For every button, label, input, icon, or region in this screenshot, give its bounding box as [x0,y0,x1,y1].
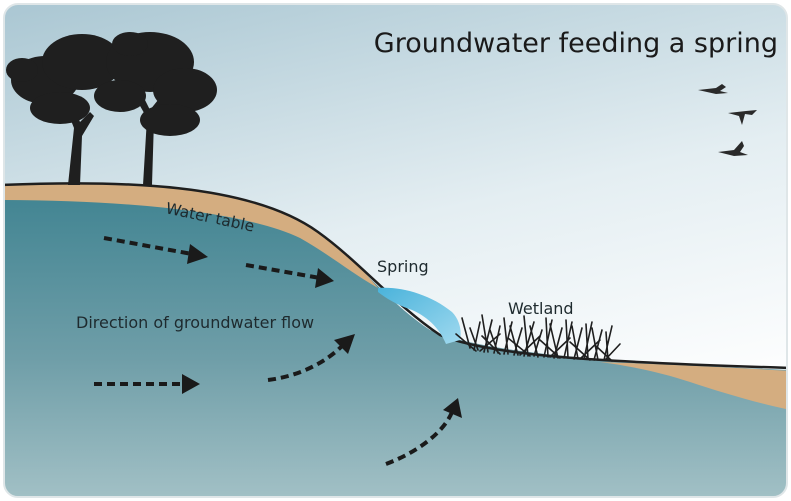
wetland-label: Wetland [508,299,574,318]
tree-icon [6,34,122,185]
tree-icon [94,32,217,185]
flow-arrows [94,236,454,466]
spring-outflow [378,287,461,344]
groundwater-zone [4,185,787,497]
bird-icon [718,141,748,156]
diagram-title: Groundwater feeding a spring [374,28,778,59]
soil-band-right [600,362,787,410]
dashed-arrow-icon [267,344,344,382]
dashed-arrow-icon [103,236,193,256]
soil-band-left [4,183,378,288]
dashed-arrow-icon [385,411,454,466]
reed-icon [455,314,621,362]
flow-direction-label: Direction of groundwater flow [76,313,314,332]
flow-arrowheads [182,244,462,418]
bird-icon [728,110,757,125]
frame-border [3,3,788,498]
bird-icon [698,84,728,94]
spring-label: Spring [377,257,429,276]
